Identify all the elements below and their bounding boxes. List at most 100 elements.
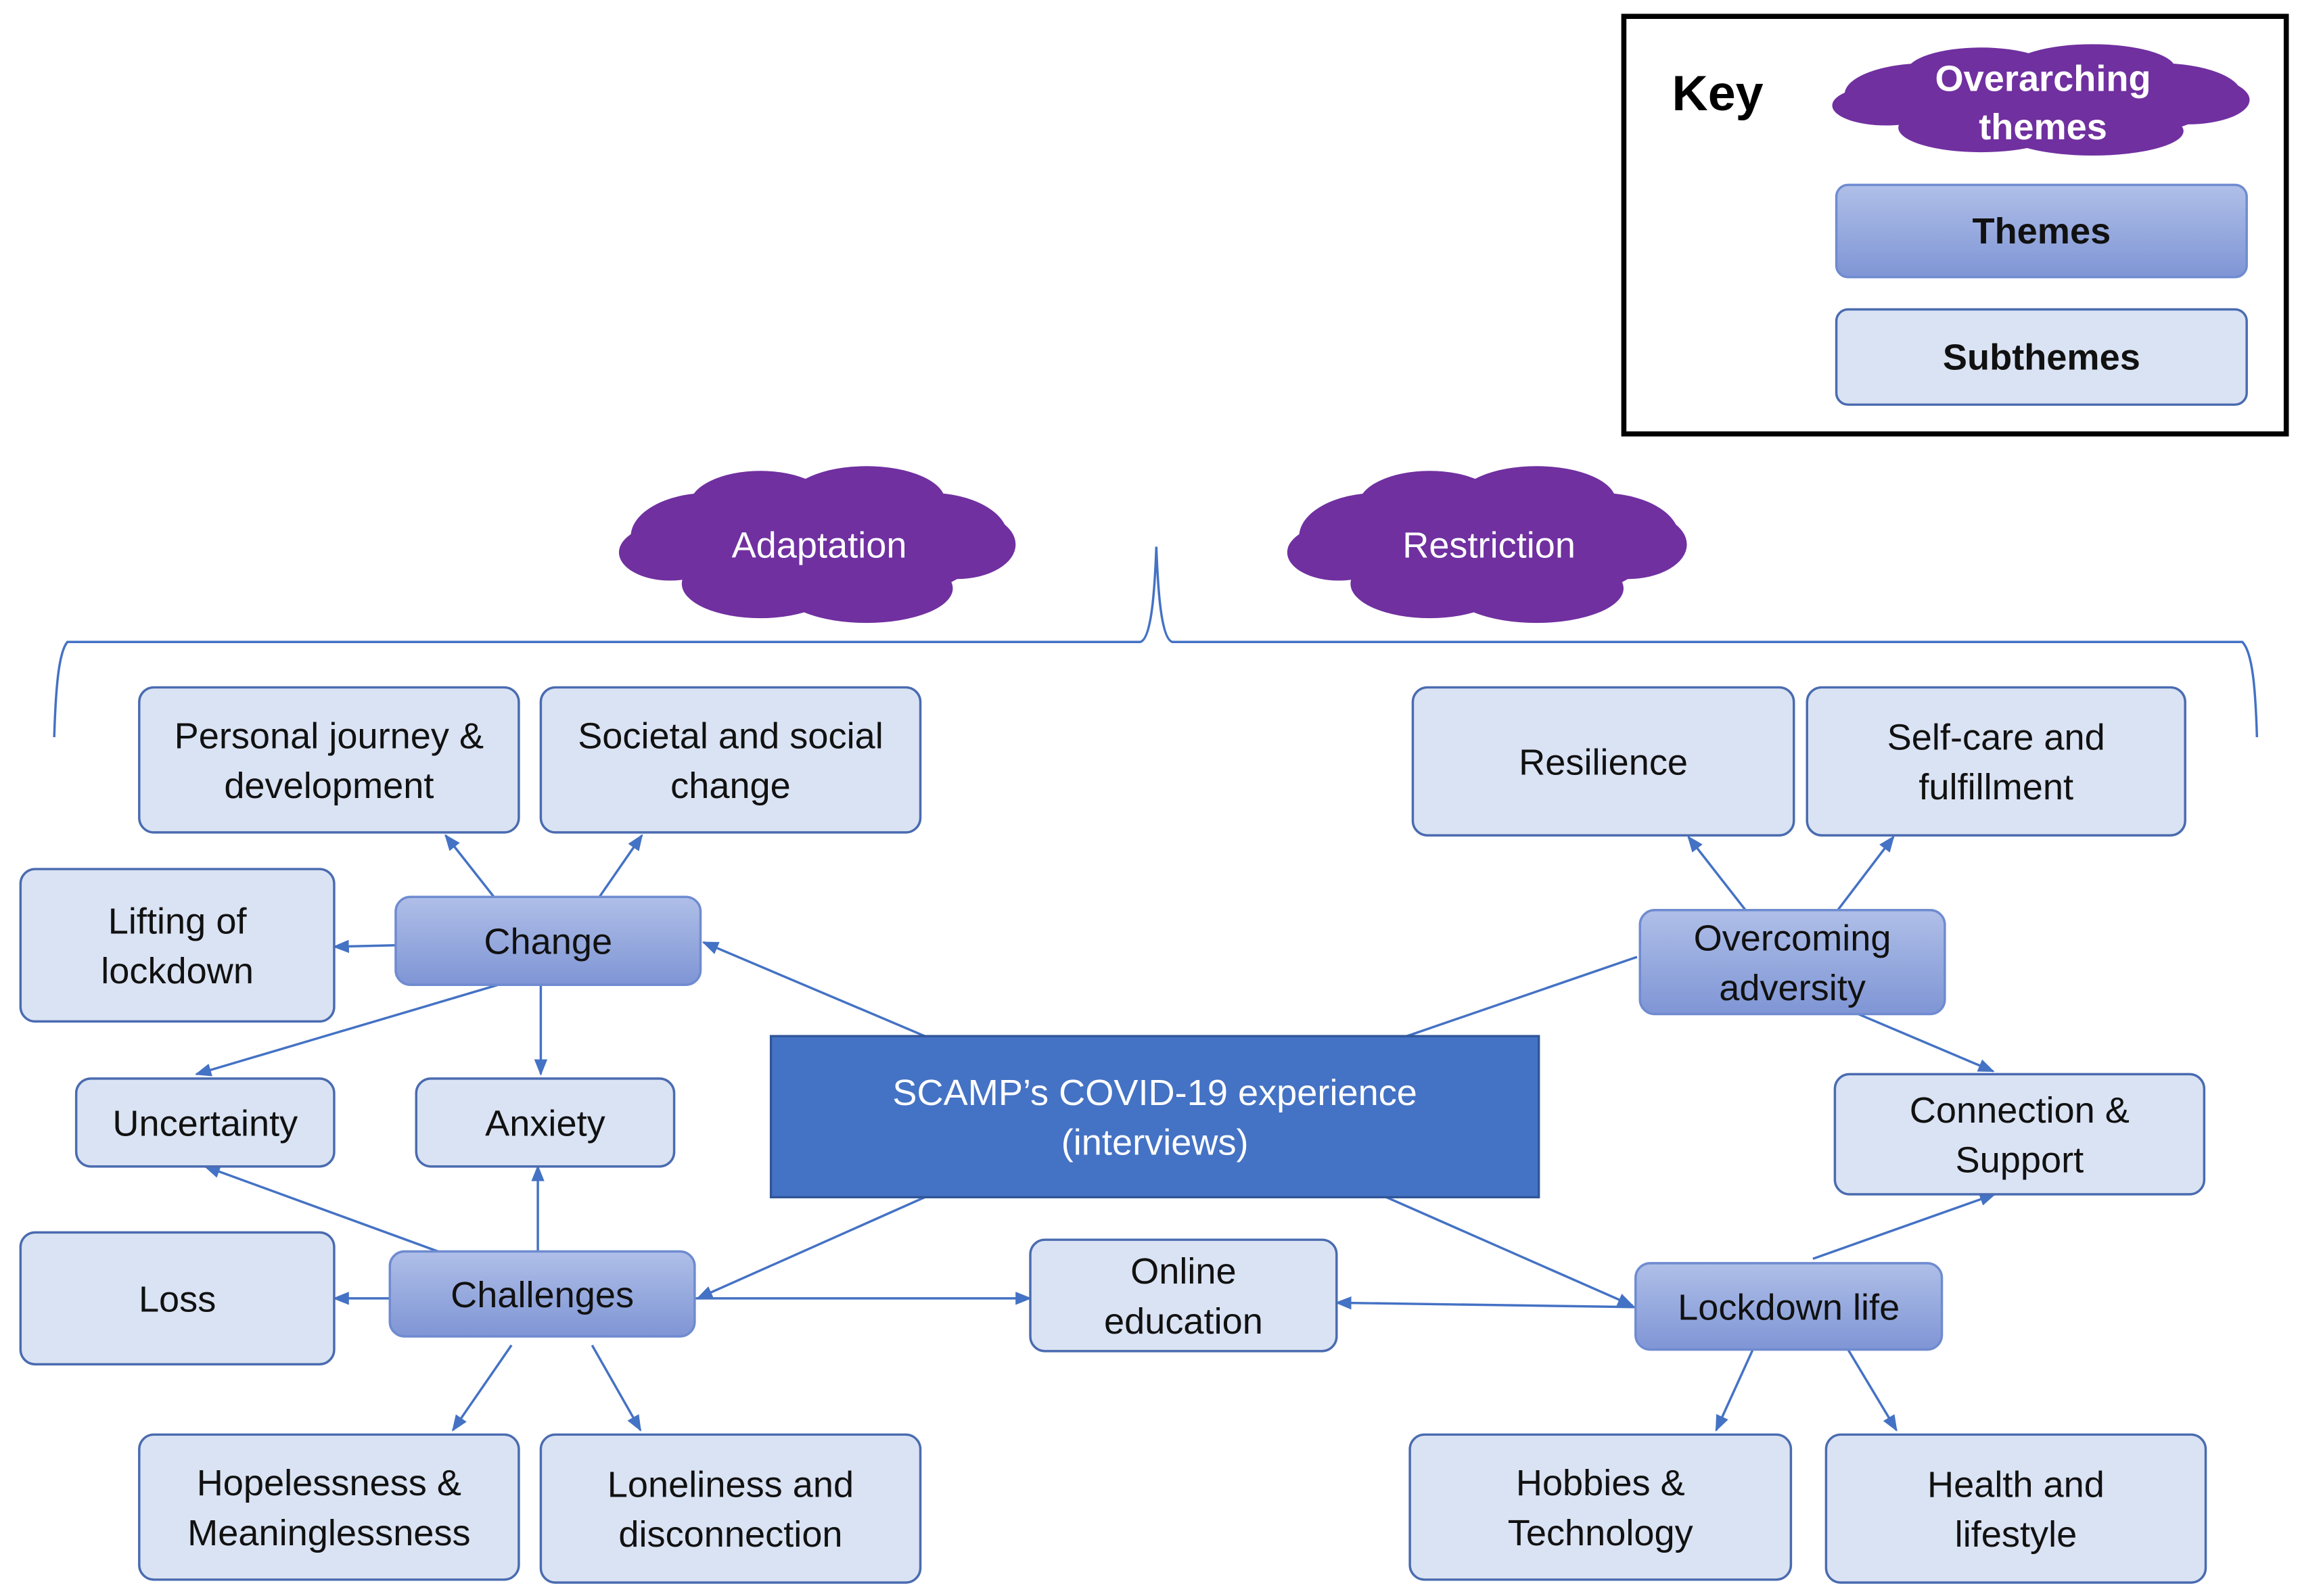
selfcare-label-line: fulfillment [1918, 767, 2073, 807]
hobbies-label: Hobbies & Technology [1508, 1463, 1693, 1553]
change-label: Change [484, 922, 612, 962]
health-label-line: Health and [1927, 1464, 2105, 1505]
connector-arrow [696, 1196, 925, 1300]
loneliness-label-line: disconnection [618, 1514, 842, 1555]
resilience-label: Resilience [1519, 742, 1688, 782]
connector-arrow [332, 939, 396, 954]
societal-label-line: Societal and social [578, 715, 883, 756]
societal-label-line: change [670, 766, 791, 806]
connector-arrow [1847, 1348, 1898, 1432]
key-title: Key [1672, 65, 1764, 121]
connector-arrow [452, 1344, 513, 1432]
subtheme-box-loss: Loss [19, 1231, 336, 1366]
lockdown-life-label: Lockdown life [1678, 1287, 1900, 1328]
connector-arrow [591, 1344, 642, 1432]
central-topic-label-line: (interviews) [1061, 1123, 1249, 1163]
connector-arrow [702, 941, 925, 1037]
hopelessness-label-line: Meaninglessness [187, 1513, 470, 1553]
anxiety-label-line: Anxiety [485, 1103, 605, 1144]
connection-label: Connection & Support [1910, 1090, 2130, 1181]
hobbies-label-line: Hobbies & [1516, 1463, 1685, 1503]
connection-label-line: Connection & [1910, 1090, 2130, 1131]
online-label-line: education [1104, 1301, 1263, 1342]
lockdown-life-label-line: Lockdown life [1678, 1287, 1900, 1328]
subtheme-box-health: Health and lifestyle [1824, 1433, 2207, 1584]
selfcare-label: Self-care and fulfillment [1887, 718, 2105, 808]
loneliness-label-line: Loneliness and [607, 1464, 854, 1505]
overcoming-label-line: Overcoming [1694, 918, 1891, 958]
hobbies-label-line: Technology [1508, 1513, 1693, 1553]
connector-arrow [1385, 1196, 1634, 1307]
key-themes-label: Themes [1973, 211, 2111, 252]
challenges-label: Challenges [451, 1275, 634, 1315]
lifting-label-line: Lifting of [108, 901, 248, 941]
central-topic-label-line: SCAMP’s COVID-19 experience [892, 1073, 1417, 1113]
overcoming-label: Overcoming adversity [1694, 918, 1891, 1008]
connector-arrow [444, 834, 495, 898]
theme-box-challenges: Challenges [388, 1250, 696, 1338]
subtheme-box-hobbies: Hobbies & Technology [1408, 1433, 1793, 1581]
subtheme-box-online: Online education [1029, 1238, 1338, 1353]
connection-label-line: Support [1956, 1140, 2084, 1181]
subtheme-box-personal: Personal journey & development [138, 686, 520, 834]
subtheme-box-hopelessness: Hopelessness & Meaninglessness [138, 1433, 520, 1581]
connector-arrow [1837, 835, 1895, 911]
anxiety-label: Anxiety [485, 1103, 605, 1144]
connectors [194, 834, 1996, 1432]
theme-box-lockdown-life: Lockdown life [1634, 1262, 1944, 1351]
societal-label: Societal and social change [578, 715, 883, 806]
central-topic-label: SCAMP’s COVID-19 experience (interviews) [892, 1073, 1417, 1163]
online-label-line: Online [1130, 1251, 1237, 1292]
health-label-line: lifestyle [1955, 1514, 2077, 1555]
hopelessness-label-line: Hopelessness & [197, 1463, 461, 1503]
lifting-label-line: lockdown [101, 951, 254, 991]
connector-arrow [194, 983, 499, 1077]
connector-arrow [598, 834, 643, 898]
key-subthemes-label: Subthemes [1943, 337, 2140, 377]
online-label: Online education [1104, 1251, 1263, 1342]
hopelessness-label: Hopelessness & Meaninglessness [187, 1463, 470, 1553]
connector-arrow [1406, 956, 1638, 1037]
connector-arrow [1715, 1348, 1754, 1432]
overcoming-label-line: adversity [1719, 968, 1866, 1008]
theme-box-overcoming: Overcoming adversity [1638, 909, 1946, 1016]
overarching-theme-label: Adaptation [732, 525, 907, 566]
personal-label: Personal journey & development [175, 715, 484, 806]
uncertainty-label: Uncertainty [112, 1103, 298, 1144]
subtheme-box-resilience: Resilience [1411, 686, 1795, 837]
lifting-label: Lifting of lockdown [101, 901, 254, 991]
central-topic-box: SCAMP’s COVID-19 experience (interviews) [769, 1035, 1540, 1198]
connector-arrow [1335, 1296, 1636, 1310]
grouping-brace [53, 546, 2259, 738]
health-label: Health and lifestyle [1927, 1464, 2105, 1555]
loss-label: Loss [139, 1279, 216, 1319]
subtheme-box-loneliness: Loneliness and disconnection [539, 1433, 922, 1584]
subtheme-box-uncertainty: Uncertainty [74, 1077, 336, 1168]
connector-arrow [204, 1165, 439, 1253]
subtheme-box-lifting: Lifting of lockdown [19, 868, 336, 1023]
overarching-theme-cloud-adaptation: Adaptation [618, 466, 1016, 624]
subtheme-box-anxiety: Anxiety [415, 1077, 676, 1168]
personal-label-line: Personal journey & [175, 715, 484, 756]
uncertainty-label-line: Uncertainty [112, 1103, 298, 1144]
overarching-theme-label: Restriction [1402, 525, 1576, 566]
connector-arrow [1687, 835, 1747, 911]
loss-label-line: Loss [139, 1279, 216, 1319]
personal-label-line: development [224, 766, 434, 806]
connector-arrow [1858, 1012, 1995, 1073]
subtheme-box-selfcare: Self-care and fulfillment [1806, 686, 2186, 837]
challenges-label-line: Challenges [451, 1275, 634, 1315]
theme-box-change: Change [394, 895, 702, 986]
overarching-theme-cloud-restriction: Restriction [1287, 466, 1687, 624]
selfcare-label-line: Self-care and [1887, 718, 2105, 758]
change-label-line: Change [484, 922, 612, 962]
key-themes-swatch: Themes [1835, 183, 2248, 279]
subtheme-box-societal: Societal and social change [539, 686, 922, 834]
resilience-label-line: Resilience [1519, 742, 1688, 782]
subtheme-box-connection: Connection & Support [1833, 1073, 2206, 1196]
key-subthemes-swatch: Subthemes [1835, 308, 2248, 406]
